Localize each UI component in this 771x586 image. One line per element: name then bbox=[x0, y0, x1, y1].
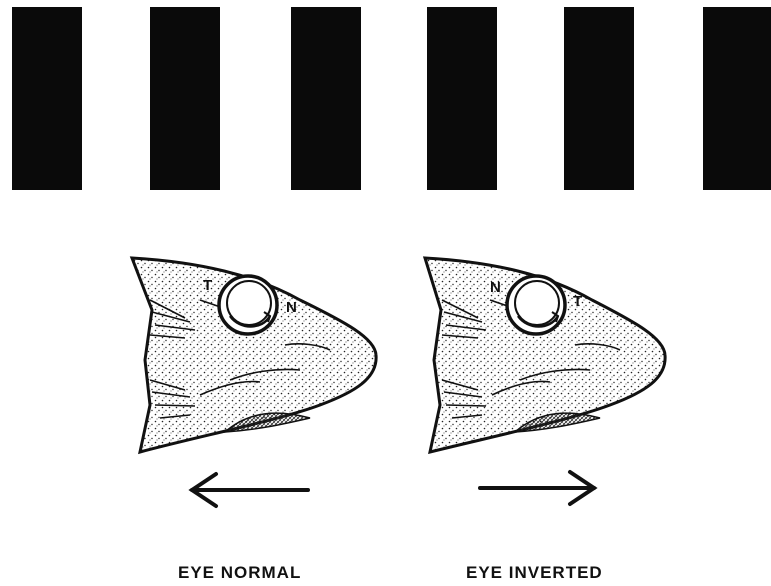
eye-label-right-front: N bbox=[490, 279, 501, 296]
arrow-right-icon bbox=[480, 472, 594, 504]
fish-figure: T N N T bbox=[0, 0, 771, 520]
fish-head-left: T N bbox=[132, 258, 376, 452]
eye-label-left-front: T bbox=[203, 277, 212, 294]
eye-label-left-back: N bbox=[286, 299, 297, 316]
caption-eye-normal: EYE NORMAL bbox=[178, 563, 301, 583]
fish-head-right: N T bbox=[425, 258, 665, 452]
caption-eye-inverted: EYE INVERTED bbox=[466, 563, 603, 583]
eye-label-right-back: T bbox=[573, 293, 582, 310]
arrow-left-icon bbox=[192, 474, 308, 506]
